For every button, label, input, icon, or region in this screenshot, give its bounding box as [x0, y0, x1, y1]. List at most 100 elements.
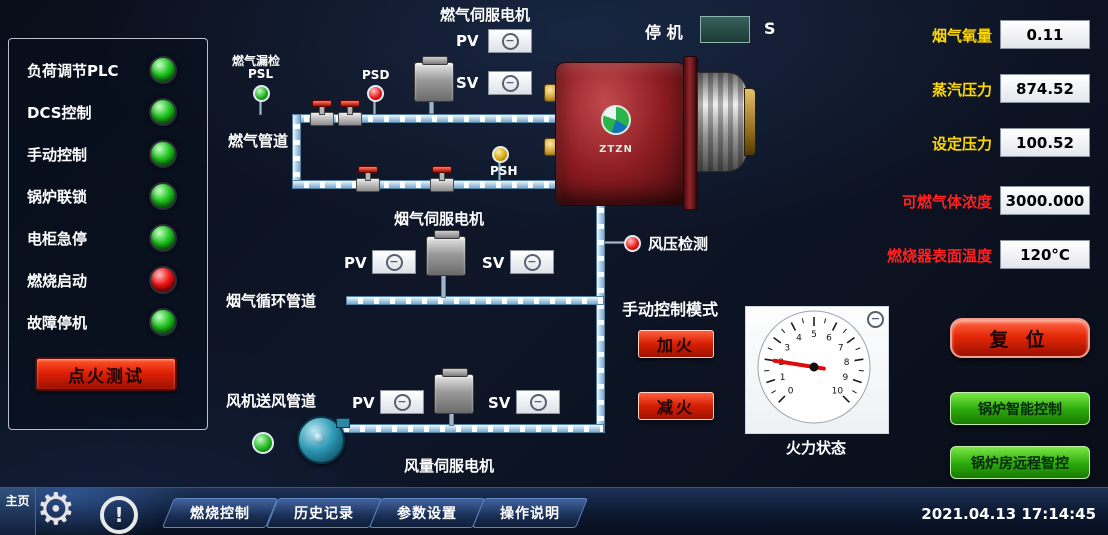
svg-text:8: 8: [844, 358, 850, 368]
steam-pressure-value: 874.52: [1000, 74, 1090, 103]
air-sv-display[interactable]: −: [516, 390, 560, 414]
dial-icon: −: [529, 393, 547, 411]
flue-oxygen-label: 烟气氧量: [931, 27, 992, 45]
status-label: 燃烧启动: [27, 271, 88, 290]
home-button[interactable]: 主页: [0, 488, 36, 535]
svg-text:10: 10: [832, 386, 844, 396]
gas-pipe-label: 燃气管道: [228, 132, 289, 150]
status-label: 电柜急停: [27, 229, 88, 248]
status-row: 燃烧启动: [19, 259, 193, 301]
firepower-gauge-label: 火力状态: [786, 439, 847, 457]
tab-combustion-control[interactable]: 燃烧控制: [168, 498, 272, 528]
svg-text:1: 1: [780, 373, 786, 383]
psl-label: PSL: [248, 67, 274, 81]
flue-pv-display: −: [372, 250, 416, 274]
tab-history[interactable]: 历史记录: [272, 498, 376, 528]
air-sv-label: SV: [488, 394, 511, 412]
flue-sv-label: SV: [482, 254, 505, 272]
gas-servo-shaft: [429, 100, 434, 114]
manual-mode-label: 手动控制模式: [622, 300, 719, 319]
dial-icon: −: [523, 253, 541, 271]
psh-label: PSH: [490, 164, 518, 178]
dial-icon: −: [501, 74, 519, 92]
svg-text:3: 3: [784, 344, 790, 354]
tab-operation-guide[interactable]: 操作说明: [478, 498, 582, 528]
fan-outlet: [336, 418, 350, 428]
svg-text:7: 7: [838, 344, 844, 354]
firepower-gauge-svg: 012345678910: [757, 310, 871, 424]
status-label: DCS控制: [27, 103, 92, 122]
gas-valve-4: [430, 166, 454, 192]
air-pipe-label: 风机送风管道: [226, 392, 317, 410]
settings-gear-icon[interactable]: ⚙: [36, 484, 76, 535]
status-row: 负荷调节PLC: [19, 49, 193, 91]
gas-servo-motor: [414, 56, 454, 102]
status-lamp: [149, 224, 177, 252]
gas-valve-3: [356, 166, 380, 192]
svg-text:9: 9: [843, 373, 849, 383]
psl-sensor-light: [253, 85, 270, 102]
gas-pv-label: PV: [456, 32, 479, 50]
firepower-gauge: 012345678910 −: [745, 306, 889, 434]
stop-time-display[interactable]: [700, 16, 750, 43]
stop-unit-label: S: [764, 19, 776, 38]
flue-servo-motor: [426, 230, 466, 276]
datetime-display: 2021.04.13 17:14:45: [921, 505, 1096, 523]
brand-logo-icon: [601, 105, 631, 135]
flue-recirculation-pipe: [346, 296, 604, 305]
dial-icon: −: [385, 253, 403, 271]
fan-hub: [313, 432, 325, 444]
gas-leak-label: 燃气漏检: [232, 54, 281, 68]
status-lamp: [149, 308, 177, 336]
remote-control-button[interactable]: 锅炉房远程智控: [950, 446, 1090, 479]
dial-icon: −: [393, 393, 411, 411]
increase-fire-button[interactable]: 加火: [638, 330, 714, 358]
smart-control-button[interactable]: 锅炉智能控制: [950, 392, 1090, 425]
air-supply-pipe: [332, 424, 604, 433]
fan-status-light: [252, 432, 274, 454]
gas-valve-2: [338, 100, 362, 126]
status-label: 故障停机: [27, 313, 88, 332]
set-pressure-value: 100.52: [1000, 128, 1090, 157]
dial-icon: −: [501, 32, 519, 50]
wind-pressure-sensor-light: [624, 235, 641, 252]
flue-pipe-label: 烟气循环管道: [226, 292, 317, 310]
svg-text:6: 6: [826, 334, 832, 344]
burner-tip: [744, 88, 756, 156]
status-lamp: [149, 266, 177, 294]
burner-surface-temp-value: 120°C: [1000, 240, 1090, 269]
ignition-test-button[interactable]: 点火测试: [35, 357, 177, 391]
gas-sv-label: SV: [456, 74, 479, 92]
flue-servo-label: 烟气伺服电机: [394, 210, 485, 228]
brand-logo-text: ZTZN: [599, 144, 633, 155]
air-servo-motor: [434, 368, 474, 414]
flue-sv-display[interactable]: −: [510, 250, 554, 274]
wind-pressure-stem: [604, 241, 626, 244]
air-pv-display: −: [380, 390, 424, 414]
decrease-fire-button[interactable]: 减火: [638, 392, 714, 420]
burner-nozzle: [697, 72, 747, 172]
tab-parameter-settings[interactable]: 参数设置: [375, 498, 479, 528]
status-row: 电柜急停: [19, 217, 193, 259]
burner-surface-temp-label: 燃烧器表面温度: [886, 247, 992, 265]
burner-image: ZTZN: [544, 56, 756, 210]
psh-sensor-light: [492, 146, 509, 163]
status-row: 锅炉联锁: [19, 175, 193, 217]
gas-pipe-lower: [292, 180, 556, 189]
set-pressure-label: 设定压力: [931, 135, 992, 153]
gas-sv-display[interactable]: −: [488, 71, 532, 95]
svg-text:4: 4: [796, 334, 802, 344]
burner-flange: [683, 56, 698, 210]
dial-icon: −: [867, 311, 884, 328]
status-lamp: [149, 182, 177, 210]
reset-button[interactable]: 复 位: [950, 318, 1090, 358]
psd-sensor-light: [367, 85, 384, 102]
flue-oxygen-value: 0.11: [1000, 20, 1090, 49]
status-panel: 负荷调节PLC DCS控制 手动控制 锅炉联锁 电柜急停 燃烧启动 故障停机 点…: [8, 38, 208, 430]
air-pv-label: PV: [352, 394, 375, 412]
alarm-exclamation-icon[interactable]: !: [100, 496, 138, 534]
svg-text:0: 0: [788, 386, 794, 396]
wind-pressure-label: 风压检测: [648, 235, 709, 253]
psd-label: PSD: [362, 68, 390, 82]
